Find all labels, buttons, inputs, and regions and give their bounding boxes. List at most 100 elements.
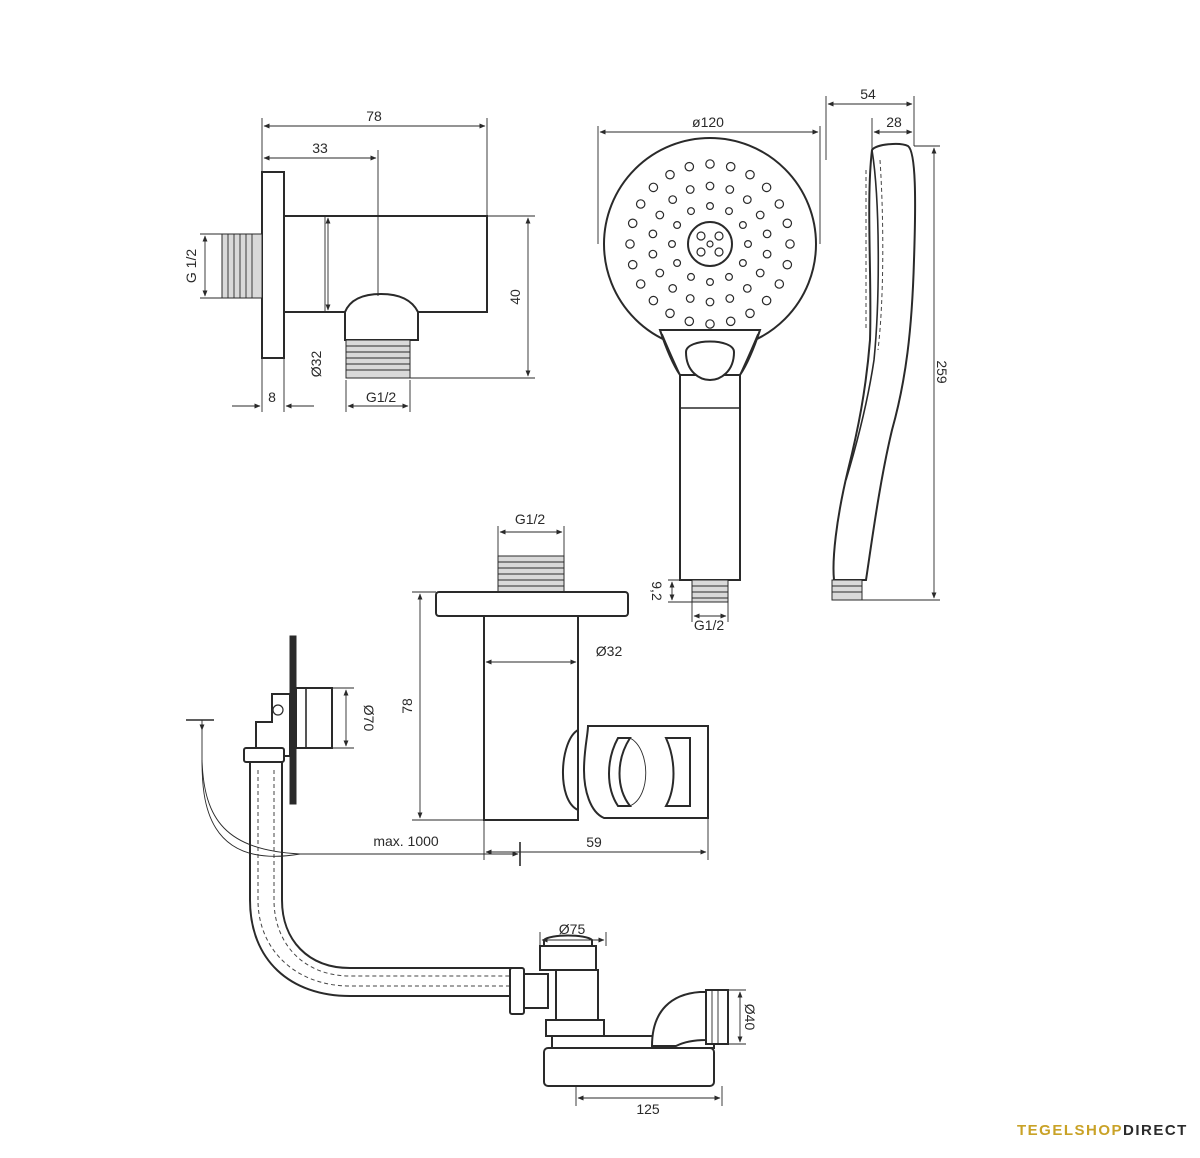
nozzle [686,272,695,281]
wall-outlet-connector [344,292,419,341]
nozzle [668,195,678,205]
holder-body [483,615,579,821]
nozzle [725,316,736,327]
nozzle [635,199,646,209]
nozzle [705,297,715,307]
nozzle [762,229,772,239]
nozzle [684,161,695,172]
dim-59: 59 [586,834,602,850]
nozzle [635,279,646,289]
brand-logo-part1: TEGELSHOP [1017,1122,1124,1139]
nozzle [738,221,747,230]
nozzle [648,295,659,306]
drain-pipe [249,761,513,997]
dim-28: 28 [886,114,902,130]
nozzle [725,294,735,303]
wall-outlet-plate [261,171,285,359]
dim-33: 33 [312,140,328,156]
nozzle [745,169,755,180]
nozzle [686,207,695,216]
nozzle [673,221,682,230]
nozzle [755,210,765,220]
nozzle [648,182,659,193]
waste-top [539,945,597,971]
nozzle [755,268,765,278]
nozzle [705,159,715,169]
nozzle [685,294,695,303]
hand-shower-side-thread [831,579,863,601]
dim-54: 54 [860,86,876,102]
dim-d120: ø120 [692,114,724,130]
nozzle [738,259,747,268]
dim-d32-outlet: Ø32 [308,351,324,378]
dim-d75: Ø75 [559,921,586,937]
nozzle [655,268,665,278]
nozzle [725,185,735,194]
nozzle [761,182,772,193]
hand-shower-thumb-button [684,340,736,382]
nozzle [774,279,785,289]
nozzle [655,210,665,220]
dim-d70: Ø70 [361,705,377,732]
hand-shower-front: ø120 G1/2 9,2 [597,114,821,633]
nozzle [705,278,714,287]
nozzle [745,308,755,319]
nozzle [742,195,752,205]
brand-logo-part2: DIRECT [1123,1122,1188,1139]
nozzle [665,169,675,180]
hand-shower-handle [679,375,741,581]
nozzle [782,218,793,229]
nozzle [774,199,785,209]
hand-shower-nozzles [625,159,795,329]
nozzle [673,259,682,268]
nozzle [627,218,638,229]
brand-logo: TEGELSHOPDIRECT [1017,1122,1188,1139]
nozzle [625,239,635,249]
nozzle [665,308,675,319]
nozzle [782,259,793,270]
nozzle [627,259,638,270]
dim-125: 125 [636,1101,660,1117]
dim-d40: Ø40 [742,1004,758,1031]
waste-body [555,969,599,1023]
dim-g12-holder: G1/2 [515,511,546,527]
nozzle [761,295,772,306]
nozzle [725,161,736,172]
bath-drain-drawing: Ø70 max. 1000 Ø75 Ø40 125 [186,635,758,1117]
dim-9-2: 9,2 [649,581,665,601]
dim-g12-left: G 1/2 [183,249,199,283]
dim-g12-bottom: G1/2 [366,389,397,405]
dim-78-top: 78 [366,108,382,124]
nozzle [648,229,658,239]
nozzle [705,202,714,211]
dim-259: 259 [934,360,950,384]
waste-nut [545,1019,605,1037]
wall-outlet-drawing: 78 33 40 G 1/2 Ø32 8 G1/2 [183,108,535,412]
nozzle [705,319,715,329]
nozzle [648,249,658,259]
dim-40: 40 [507,289,523,305]
dim-max-1000: max. 1000 [373,833,439,849]
hand-shower-thread [691,579,729,603]
pipe-nut [509,967,525,1015]
nozzle [705,181,715,191]
nozzle [743,240,752,249]
nozzle [724,207,733,216]
trap-elbow [650,991,707,1047]
nozzle [724,272,733,281]
nozzle [667,240,676,249]
dim-78-holder: 78 [399,698,415,714]
dim-8: 8 [268,389,276,405]
holder-top-plate [435,591,629,617]
dim-g12-shower: G1/2 [694,617,725,633]
nozzle [684,316,695,327]
wall-outlet-thread-left [221,233,263,299]
overflow-cover [295,687,333,749]
dim-d32-holder: Ø32 [596,643,623,659]
nozzle [762,249,772,259]
nozzle [742,284,752,293]
nozzle [685,185,695,194]
hand-shower-side: 54 28 259 [825,86,950,601]
nozzle [785,239,795,249]
